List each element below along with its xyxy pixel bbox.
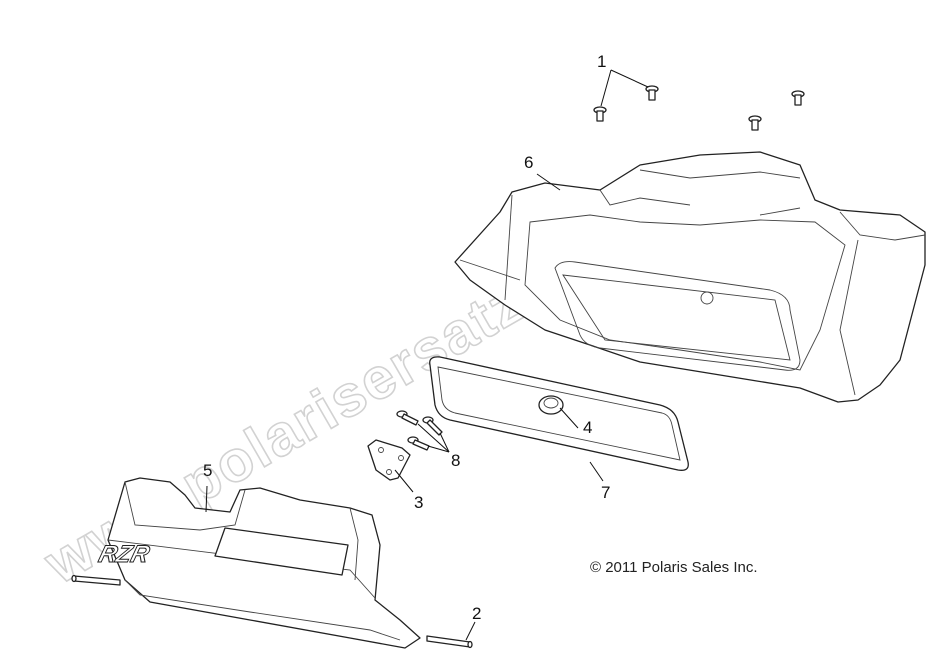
callout-7: 7 — [601, 483, 610, 502]
glove-box-seal — [429, 356, 689, 471]
callout-6: 6 — [524, 153, 533, 172]
callout-5: 5 — [203, 461, 212, 480]
hinge-pin — [71, 574, 121, 586]
bolt — [407, 436, 430, 451]
screw — [791, 90, 805, 106]
callout-1: 1 — [597, 52, 606, 71]
callout-4: 4 — [583, 418, 592, 437]
leader-lines — [205, 69, 649, 641]
glove-box-door: RZR — [95, 477, 421, 649]
rzr-logo: RZR — [96, 541, 153, 568]
screw — [645, 85, 659, 101]
bumper — [538, 395, 564, 415]
hinge-pins — [71, 574, 473, 649]
bolts — [396, 410, 443, 451]
callout-2: 2 — [472, 604, 481, 623]
screws — [593, 85, 805, 131]
hinge-pin — [426, 635, 473, 649]
callout-8: 8 — [451, 451, 460, 470]
bolt — [422, 416, 443, 436]
screw — [748, 115, 762, 131]
bolt — [396, 410, 419, 426]
mounting-plate — [367, 439, 411, 481]
screw — [593, 106, 607, 122]
callout-3: 3 — [414, 493, 423, 512]
copyright-notice: © 2011 Polaris Sales Inc. — [590, 559, 758, 576]
glove-box-housing — [454, 151, 926, 403]
